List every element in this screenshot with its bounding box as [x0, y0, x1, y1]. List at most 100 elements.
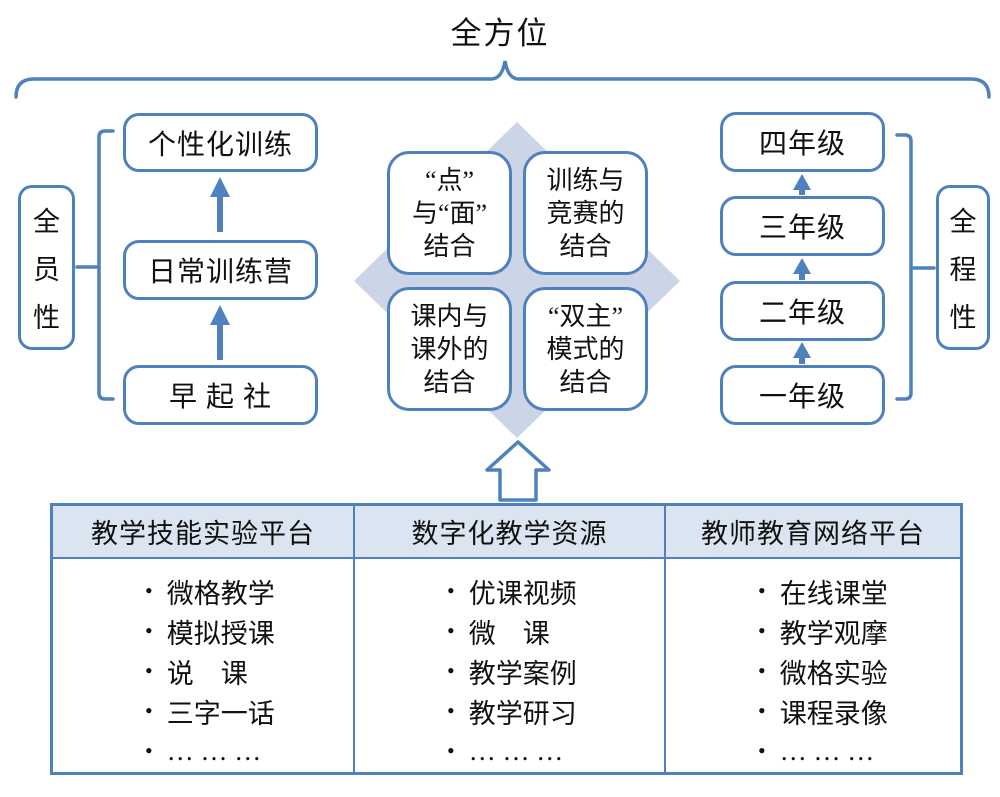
left-bracket: [97, 129, 115, 401]
node-training-and-competition: 训练与 竞赛的 结合: [523, 151, 648, 275]
node-line: 结合: [423, 231, 476, 261]
list-item-label: … … …: [779, 735, 875, 766]
bullet-icon: •: [758, 698, 766, 723]
list-item-label: … … …: [468, 735, 564, 766]
node-grade-2: 二年级: [720, 281, 885, 341]
list-item: • … … …: [666, 731, 960, 771]
list-item-label: 在线课堂: [779, 578, 888, 609]
list-item: • 模拟授课: [53, 611, 353, 651]
table-body-cell: • 优课视频 • 微 课 • 教学案例 • 教学研习 • … … …: [353, 559, 664, 772]
node-grade-3: 三年级: [720, 196, 885, 256]
list-item: • 说 课: [53, 651, 353, 691]
table-header-cell: 教师教育网络平台: [664, 506, 960, 559]
list-item: • 优课视频: [355, 571, 664, 611]
table-body-cell: • 在线课堂 • 教学观摩 • 微格实验 • 课程录像 • … … …: [664, 559, 960, 772]
node-line: “双主”: [547, 301, 624, 331]
bullet-list: • 微格教学 • 模拟授课 • 说 课 • 三字一话 • … … …: [53, 571, 353, 771]
node-line: 结合: [559, 231, 612, 261]
node-line: 结合: [559, 367, 612, 397]
bullet-icon: •: [447, 618, 455, 643]
node-label: 二年级: [758, 298, 846, 329]
node-line: 课内与: [410, 301, 489, 331]
up-arrow: [210, 177, 230, 232]
node-line: 课外的: [410, 334, 489, 364]
list-item-label: … … …: [166, 735, 262, 766]
list-item-label: 教学案例: [468, 658, 577, 689]
node-label: 个性化训练: [147, 129, 293, 161]
bullet-icon: •: [145, 738, 153, 763]
up-arrow: [210, 305, 230, 360]
bullet-icon: •: [145, 658, 153, 683]
list-item: • 微格实验: [666, 651, 960, 691]
table-header-cell: 数字化教学资源: [353, 506, 664, 559]
node-label: 四年级: [758, 129, 846, 160]
bullet-icon: •: [447, 698, 455, 723]
up-arrow: [793, 258, 811, 280]
bullet-icon: •: [758, 738, 766, 763]
bullet-icon: •: [447, 738, 455, 763]
side-label-quanyuanxing: 全 员 性: [18, 185, 75, 350]
node-personalized-training: 个性化训练: [123, 113, 318, 172]
list-item-label: 说 课: [166, 658, 248, 689]
block-up-arrow: [485, 440, 551, 502]
list-item: • 微 课: [355, 611, 664, 651]
node-early-rise-club: 早 起 社: [123, 365, 318, 425]
table-body-cell: • 微格教学 • 模拟授课 • 说 课 • 三字一话 • … … …: [53, 559, 353, 772]
list-item: • 三字一话: [53, 691, 353, 731]
list-item-label: 教学研习: [468, 698, 577, 729]
node-line: 竞赛的: [546, 198, 625, 228]
node-grade-4: 四年级: [720, 112, 885, 172]
bullet-list: • 在线课堂 • 教学观摩 • 微格实验 • 课程录像 • … … …: [666, 571, 960, 771]
bullet-icon: •: [758, 578, 766, 603]
bullet-icon: •: [145, 698, 153, 723]
list-item-label: 教学观摩: [779, 618, 888, 649]
list-item: • 教学观摩: [666, 611, 960, 651]
list-item: • … … …: [355, 731, 664, 771]
list-item-label: 模拟授课: [166, 618, 275, 649]
top-brace: [14, 60, 991, 99]
node-line: “点”: [424, 165, 475, 195]
table-header-cell: 教学技能实验平台: [53, 506, 353, 559]
node-label: 早 起 社: [168, 382, 272, 413]
bullet-icon: •: [145, 618, 153, 643]
node-line: 模式的: [546, 334, 625, 364]
side-label-char: 性: [33, 303, 60, 333]
side-label-char: 全: [33, 207, 60, 237]
list-item: • 微格教学: [53, 571, 353, 611]
side-label-char: 员: [33, 255, 60, 285]
node-line: 与“面”: [411, 198, 488, 228]
node-daily-training-camp: 日常训练营: [123, 240, 318, 300]
list-item-label: 优课视频: [468, 578, 577, 609]
list-item-label: 微 课: [468, 618, 550, 649]
list-item: • 教学研习: [355, 691, 664, 731]
list-item-label: 三字一话: [166, 698, 275, 729]
node-label: 日常训练营: [147, 257, 293, 288]
table-header-label: 教师教育网络平台: [701, 519, 925, 549]
bullet-icon: •: [447, 658, 455, 683]
list-item: • 教学案例: [355, 651, 664, 691]
diagram-title: 全方位: [450, 16, 550, 51]
right-bracket: [895, 133, 913, 401]
bullet-icon: •: [447, 578, 455, 603]
platform-table: 教学技能实验平台 数字化教学资源 教师教育网络平台 • 微格教学 • 模拟授课 • 说…: [50, 503, 963, 775]
side-label-char: 程: [949, 255, 977, 285]
bullet-icon: •: [145, 578, 153, 603]
node-label: 一年级: [758, 382, 846, 413]
list-item-label: 微格教学: [166, 578, 275, 609]
side-label-quanchengxing: 全 程 性: [936, 185, 990, 350]
bullet-icon: •: [758, 618, 766, 643]
node-label: 三年级: [758, 213, 846, 244]
bullet-list: • 优课视频 • 微 课 • 教学案例 • 教学研习 • … … …: [355, 571, 664, 771]
table-header-label: 教学技能实验平台: [91, 519, 315, 549]
table-header-label: 数字化教学资源: [411, 519, 608, 549]
list-item: • 课程录像: [666, 691, 960, 731]
list-item: • 在线课堂: [666, 571, 960, 611]
bullet-icon: •: [758, 658, 766, 683]
node-line: 结合: [423, 367, 476, 397]
node-line: 训练与: [546, 165, 625, 195]
list-item-label: 课程录像: [779, 698, 888, 729]
side-label-char: 性: [949, 303, 977, 333]
list-item-label: 微格实验: [779, 658, 888, 689]
node-point-and-area: “点” 与“面” 结合: [387, 151, 512, 275]
